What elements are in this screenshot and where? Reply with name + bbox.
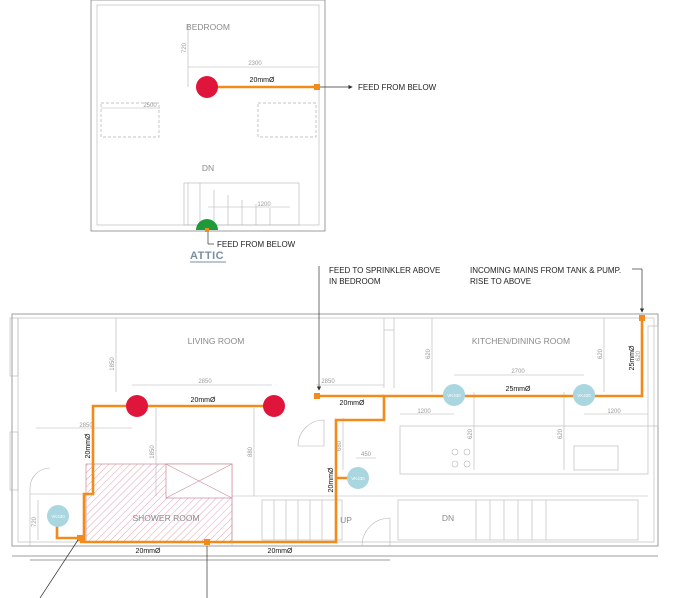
window-left-bottom — [9, 431, 19, 491]
dim-label: 1850 — [110, 357, 116, 371]
room-label-bedroom: BEDROOM — [186, 22, 230, 32]
door-swing — [29, 467, 51, 494]
hob-ring — [463, 448, 471, 456]
feed-point-bottom — [204, 539, 210, 545]
sidewall-sprinkler-head: VK430 — [47, 505, 69, 527]
note-incoming-mains-line2: RISE TO ABOVE — [470, 277, 531, 286]
dim-label: 450 — [361, 452, 372, 458]
stair-up — [261, 499, 343, 541]
note-incoming-mains-line1: INCOMING MAINS FROM TANK & PUMP. — [470, 266, 621, 275]
pipe-size-label: 25mmØ — [629, 345, 636, 370]
stair-label-up: UP — [340, 515, 352, 525]
dim-label: 620 — [636, 350, 642, 361]
pendant-sprinkler-head — [126, 395, 148, 417]
stair-down — [397, 499, 639, 541]
room-label-shower: SHOWER ROOM — [132, 513, 199, 523]
kitchen-worktop — [399, 425, 649, 475]
dim-label: 2700 — [511, 369, 525, 375]
dim-label: 1200 — [607, 409, 621, 415]
svg-text:VK430: VK430 — [351, 476, 365, 481]
dim-label: 620 — [468, 428, 474, 439]
ground-floor-plan: 2850 2850 2700 1200 1200 2850 1850 1850 … — [9, 266, 659, 598]
dim-label: 720 — [182, 42, 188, 53]
dim-label: 2300 — [248, 61, 262, 67]
pipe-size-label: 20mmØ — [340, 400, 365, 407]
room-label-kitchen: KITCHEN/DINING ROOM — [472, 336, 570, 346]
pipe-size-label: 20mmØ — [136, 548, 161, 555]
dim-label: 880 — [248, 446, 254, 457]
note-feed-from-below-right: FEED FROM BELOW — [358, 83, 437, 92]
dim-label: 1200 — [417, 409, 431, 415]
pendant-sprinkler-head — [196, 76, 218, 98]
leader-line — [39, 539, 79, 598]
pendant-sprinkler-head — [263, 395, 285, 417]
ground-outer-wall — [11, 313, 659, 547]
pipe-size-label: 20mmØ — [328, 467, 335, 492]
pipe-size-label: 20mmØ — [268, 548, 293, 555]
attic-outer-wall — [90, 0, 326, 232]
dim-label: 620 — [598, 348, 604, 359]
hob-ring — [451, 460, 459, 468]
door-swing — [297, 419, 325, 447]
note-feed-from-below-bottom: FEED FROM BELOW — [217, 240, 296, 249]
svg-text:VK430: VK430 — [51, 514, 65, 519]
door-swing — [361, 517, 391, 547]
sidewall-sprinkler-head: VK430 — [573, 384, 595, 406]
room-label-living: LIVING ROOM — [188, 336, 245, 346]
dim-label: 620 — [558, 428, 564, 439]
dim-label: 2850 — [198, 379, 212, 385]
hob-ring — [463, 460, 471, 468]
dim-label: 2850 — [79, 423, 93, 429]
shower-tray-diag — [165, 463, 233, 499]
svg-text:VK430: VK430 — [577, 393, 591, 398]
attic-plan: BEDROOM DN 2300 720 2500 1200 20mmØ FEED… — [90, 0, 437, 263]
pipe-size-label: 20mmØ — [250, 77, 275, 84]
feed-point-incoming-mains — [639, 315, 645, 321]
stair-label-attic-dn: DN — [202, 163, 214, 173]
attic-stair — [183, 182, 300, 226]
feed-sprinkler-head — [196, 219, 218, 230]
svg-text:VK430: VK430 — [447, 393, 461, 398]
feed-point-sprinkler-above — [314, 393, 320, 399]
window-right — [647, 325, 659, 427]
pipe-size-label: 25mmØ — [506, 386, 531, 393]
dim-label: 2500 — [143, 103, 157, 109]
dim-label: 620 — [426, 348, 432, 359]
attic-feed-point — [314, 84, 320, 90]
roof-window-left — [100, 102, 160, 138]
feed-point-left — [77, 535, 83, 541]
stair-label-dn: DN — [442, 513, 454, 523]
attic-inner-wall — [96, 4, 320, 226]
pipe-main-run — [80, 318, 644, 544]
dim-label: 680 — [337, 440, 343, 451]
pipe-size-label: 20mmØ — [191, 397, 216, 404]
hob-ring — [451, 448, 459, 456]
dim-label: 720 — [32, 516, 38, 527]
pipe-living-branch — [82, 404, 274, 542]
dim-label: 2850 — [321, 379, 335, 385]
dim-label: 1850 — [150, 445, 156, 459]
sidewall-sprinkler-head: VK430 — [443, 384, 465, 406]
kitchen-sink — [573, 445, 619, 471]
dim-label: 1200 — [257, 202, 271, 208]
attic-title: ATTIC — [190, 250, 224, 262]
pipe-size-label: 20mmØ — [85, 433, 92, 458]
window-left-top — [9, 317, 19, 377]
attic-feed-point-bottom — [205, 228, 209, 232]
roof-window-right — [257, 102, 317, 138]
note-sprinkler-feed-line2: IN BEDROOM — [329, 277, 381, 286]
note-sprinkler-feed-line1: FEED TO SPRINKLER ABOVE — [329, 266, 440, 275]
sidewall-sprinkler-head: VK430 — [347, 467, 369, 489]
